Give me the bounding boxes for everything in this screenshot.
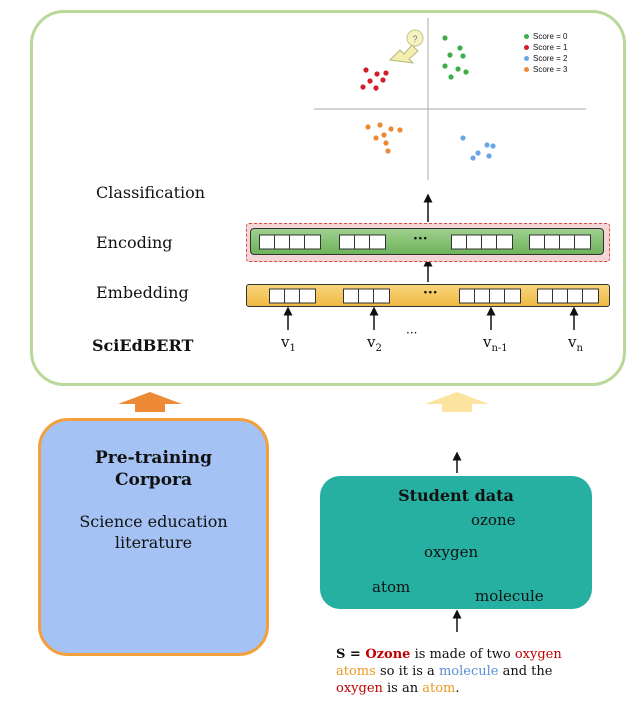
input-v1: v1 <box>281 333 296 354</box>
score-cluster-scatter: ? <box>314 18 586 180</box>
input-vn-1: vn-1 <box>483 333 508 354</box>
student-sentence: S = Ozone is made of two oxygen atoms so… <box>336 647 562 696</box>
sentence-eq: = <box>345 647 366 662</box>
pretraining-corpora-box: Pre-training Corpora Science education l… <box>38 418 269 656</box>
legend-item: Score = 0 <box>524 31 567 42</box>
node-molecule: molecule <box>475 587 544 605</box>
encoding-token <box>339 234 386 249</box>
pretraining-title-line1: Pre-training <box>95 448 212 468</box>
legend-item: Score = 2 <box>524 53 567 64</box>
student-up-arrow <box>425 392 489 412</box>
word-atom: atom <box>422 681 456 696</box>
cursor-symbol: ? <box>412 34 417 44</box>
legend-dot <box>524 34 529 39</box>
word-atoms: atoms <box>336 664 376 679</box>
embedding-token <box>269 288 316 303</box>
legend-label: Score = 3 <box>533 65 568 74</box>
embedding-layer: ··· <box>246 284 610 307</box>
legend-label: Score = 2 <box>533 54 568 63</box>
classification-label: Classification <box>96 183 206 202</box>
legend-label: Score = 0 <box>533 32 568 41</box>
embedding-token <box>459 288 521 303</box>
embedding-token <box>343 288 390 303</box>
model-name: SciEdBERT <box>92 336 194 355</box>
cluster-score-3 <box>365 122 403 154</box>
input-v2: v2 <box>367 333 382 354</box>
encoding-token <box>529 234 591 249</box>
pretraining-up-arrow <box>118 392 182 412</box>
legend-dot <box>524 56 529 61</box>
embedding-token <box>537 288 599 303</box>
encoding-token <box>451 234 513 249</box>
input-vn: vn <box>568 333 583 354</box>
encoding-ellipsis: ··· <box>413 231 428 247</box>
student-data-box <box>320 476 592 609</box>
node-oxygen: oxygen <box>424 543 479 561</box>
cursor-arrow-icon: ? <box>388 29 424 64</box>
node-ozone: ozone <box>471 511 516 529</box>
input-ellipsis: ··· <box>406 326 418 340</box>
node-atom: atom <box>372 578 411 596</box>
legend-dot <box>524 67 529 72</box>
legend-item: Score = 1 <box>524 42 567 53</box>
cluster-score-2 <box>460 135 496 161</box>
embedding-label: Embedding <box>96 283 189 302</box>
word-oxygen: oxygen <box>514 647 562 662</box>
encoding-layer: ··· <box>250 228 604 255</box>
word-molecule: molecule <box>438 664 499 679</box>
cluster-score-0 <box>442 35 469 80</box>
embedding-ellipsis: ··· <box>423 285 438 301</box>
pretraining-title-line2: Corpora <box>114 470 193 490</box>
student-data-title: Student data <box>398 486 514 505</box>
legend-dot <box>524 45 529 50</box>
legend-label: Score = 1 <box>533 43 568 52</box>
encoding-label: Encoding <box>96 233 173 252</box>
sentence-s: S <box>336 647 346 662</box>
scatter-legend: Score = 0 Score = 1 Score = 2 Score = 3 <box>524 31 567 75</box>
pretraining-body-line2: literature <box>114 533 193 552</box>
word-ozone: Ozone <box>365 647 411 662</box>
word-oxygen: oxygen <box>336 681 383 696</box>
sciedbert-panel <box>30 10 626 386</box>
encoding-token <box>259 234 321 249</box>
pretraining-body-line1: Science education <box>79 512 228 531</box>
cluster-score-1 <box>360 67 389 91</box>
legend-item: Score = 3 <box>524 64 567 75</box>
